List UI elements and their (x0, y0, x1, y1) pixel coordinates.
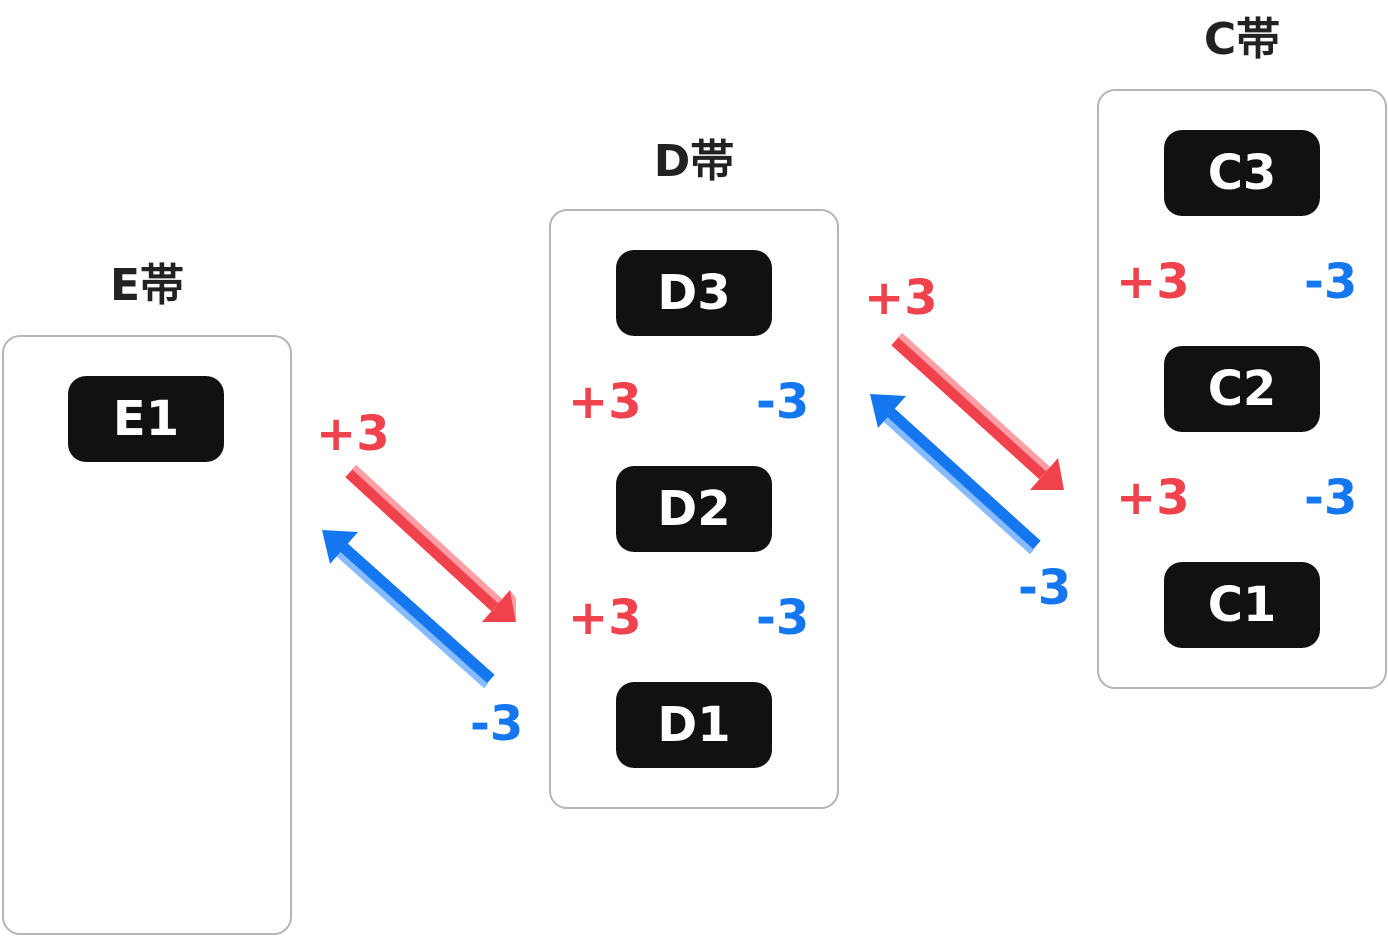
c-to-d-down-arrow (870, 394, 1041, 555)
d-step-1-down-label: -3 (756, 374, 810, 430)
d-to-e-down-arrow (322, 530, 495, 689)
band-c-label: C帯 (1203, 14, 1281, 65)
level-c1: C1 (1164, 562, 1320, 648)
level-c3: C3 (1164, 130, 1320, 216)
level-d1: D1 (616, 682, 772, 768)
c-step-2-up-label: +3 (1116, 470, 1190, 526)
c-step-1-up-label: +3 (1116, 254, 1190, 310)
d-step-2-up-label: +3 (568, 590, 642, 646)
c-step-2-down-label: -3 (1304, 470, 1358, 526)
d-to-c-up-label: +3 (864, 270, 938, 326)
d-step-1-up-label: +3 (568, 374, 642, 430)
d-to-c-up-arrow (891, 332, 1064, 490)
c-to-d-down-label: -3 (1018, 560, 1072, 616)
level-d3: D3 (616, 250, 772, 336)
e-to-d-up-label: +3 (316, 406, 390, 462)
level-c2: C2 (1164, 346, 1320, 432)
level-d2: D2 (616, 466, 772, 552)
e-to-d-up-arrow (345, 464, 516, 622)
c-step-1-down-label: -3 (1304, 254, 1358, 310)
d-to-e-down-label: -3 (470, 696, 524, 752)
level-e1: E1 (68, 376, 224, 462)
band-d-label: D帯 (653, 136, 735, 187)
band-e-label: E帯 (109, 260, 185, 311)
d-step-2-down-label: -3 (756, 590, 810, 646)
